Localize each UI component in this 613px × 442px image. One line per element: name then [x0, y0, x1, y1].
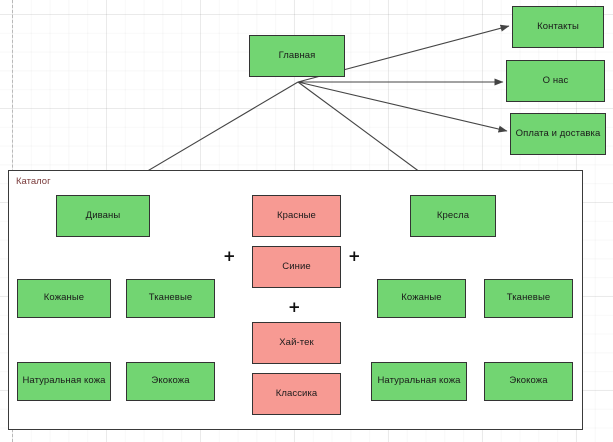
node-tkanevye-divany[interactable]: Тканевые [126, 279, 215, 318]
node-label: Хай-тек [279, 336, 314, 348]
node-label: О нас [542, 74, 569, 86]
node-glavnaya[interactable]: Главная [249, 35, 345, 77]
node-label: Классика [275, 387, 318, 399]
node-label: Тканевые [506, 292, 551, 304]
node-oplata-i-dostavka[interactable]: Оплата и доставка [510, 113, 606, 155]
node-label: Экокожа [509, 375, 548, 387]
edge-glavnaya-oplata [297, 81, 508, 133]
node-kozhanye-divany[interactable]: Кожаные [17, 279, 111, 318]
node-naturalnaya-kozha-kresla[interactable]: Натуральная кожа [371, 362, 467, 401]
node-ekokozha-kresla[interactable]: Экокожа [484, 362, 573, 401]
node-label: Натуральная кожа [22, 375, 106, 387]
node-label: Кожаные [401, 292, 442, 304]
node-hai-tek[interactable]: Хай-тек [252, 322, 341, 364]
node-label: Натуральная кожа [377, 375, 461, 387]
node-ekokozha-divany[interactable]: Экокожа [126, 362, 215, 401]
node-label: Красные [277, 209, 316, 221]
node-kontakty[interactable]: Контакты [512, 6, 604, 48]
node-krasnye[interactable]: Красные [252, 195, 341, 237]
node-kozhanye-kresla[interactable]: Кожаные [377, 279, 466, 318]
node-label: Экокожа [151, 375, 190, 387]
plus-operator-bottom: + [288, 298, 301, 316]
node-divany[interactable]: Диваны [56, 195, 150, 237]
node-label: Оплата и доставка [515, 127, 601, 139]
node-klassika[interactable]: Классика [252, 373, 341, 415]
node-label: Контакты [537, 20, 579, 32]
node-label: Тканевые [148, 292, 193, 304]
node-label: Кожаные [43, 292, 85, 304]
plus-operator-left: + [223, 247, 236, 265]
plus-operator-right: + [348, 247, 361, 265]
node-o-nas[interactable]: О нас [506, 60, 605, 102]
group-catalog-label: Каталог [16, 176, 51, 187]
node-sinie[interactable]: Синие [252, 246, 341, 288]
node-label: Синие [282, 260, 311, 272]
node-naturalnaya-kozha-divany[interactable]: Натуральная кожа [17, 362, 111, 401]
node-label: Главная [278, 49, 316, 61]
node-tkanevye-kresla[interactable]: Тканевые [484, 279, 573, 318]
node-label: Кресла [436, 209, 470, 221]
node-kresla[interactable]: Кресла [410, 195, 496, 237]
node-label: Диваны [85, 209, 121, 221]
